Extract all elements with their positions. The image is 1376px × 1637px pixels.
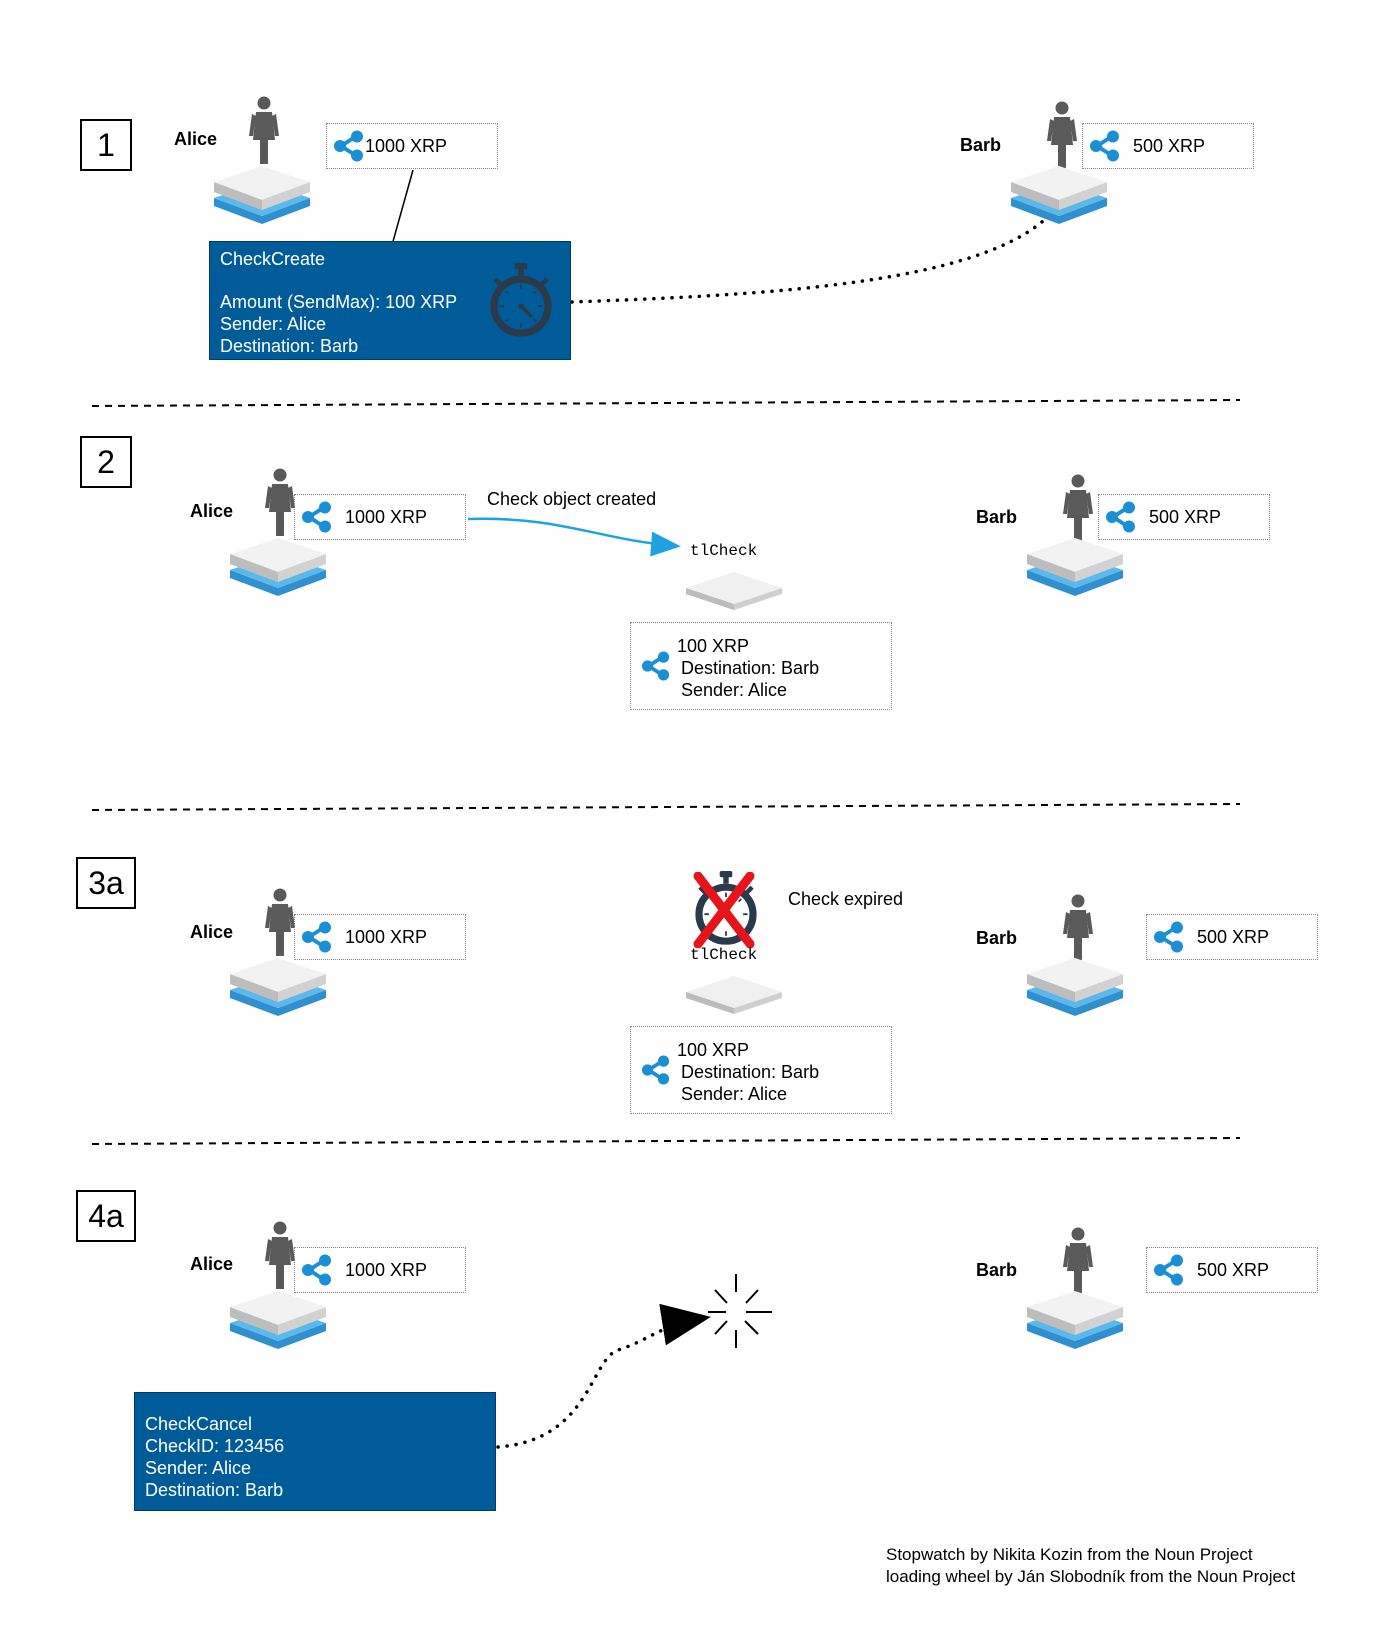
person-icon [1058,894,1098,964]
ledger-node-icon [228,1289,328,1349]
xrp-logo-icon [1089,130,1121,162]
section-divider [91,803,1241,811]
xrp-logo-icon [333,130,365,162]
barb-balance-value: 500 XRP [1197,1259,1270,1280]
expired-x-icon [693,872,755,948]
alice-name: Alice [190,922,234,942]
alice-balance-value: 1000 XRP [345,506,428,527]
alice-balance: 1000 XRP [294,914,466,960]
barb-name: Barb [960,135,1002,155]
credit-stopwatch: Stopwatch by Nikita Kozin from the Noun … [886,1545,1253,1564]
person-icon [1058,474,1098,544]
checkcancel-to-wheel-arrow [496,1303,711,1449]
checkcreate-amount: Amount (SendMax): 100 XRP [220,292,458,312]
alice-name: Alice [190,1254,234,1274]
alice-balance-value: 1000 XRP [345,926,428,947]
xrp-logo-icon [1153,1254,1185,1286]
check-object-amount: 100 XRP [677,636,750,656]
ledger-object-icon [684,974,784,1014]
balance-connector [391,169,414,246]
person-icon [244,96,284,166]
ledger-node-icon [228,536,328,596]
barb-balance: 500 XRP [1098,494,1270,540]
barb-balance: 500 XRP [1146,1247,1318,1293]
step-label-3a: 3a [76,857,136,909]
person-icon [1042,101,1082,171]
checkcreate-sender: Sender: Alice [220,314,327,334]
section-divider [91,1137,1241,1145]
alice-balance: 1000 XRP [294,1247,466,1293]
checkcancel-transaction: CheckCancel CheckID: 123456 Sender: Alic… [134,1392,496,1511]
xrp-logo-icon [1105,501,1137,533]
step-label-2: 2 [80,436,132,488]
check-object-sender: Sender: Alice [681,680,788,700]
alice-balance-value: 1000 XRP [345,1259,428,1280]
barb-balance: 500 XRP [1082,123,1254,169]
check-object-type: tlCheck [690,542,758,560]
check-created-label: Check object created [487,489,657,509]
xrp-logo-icon [301,1254,333,1286]
alice-balance: 1000 XRP [294,494,466,540]
checkcancel-title: CheckCancel [145,1414,253,1434]
check-object-destination: Destination: Barb [681,658,820,678]
section-divider [91,399,1241,407]
step-label-4a: 4a [76,1190,136,1242]
check-object-details: 100 XRP Destination: Barb Sender: Alice [630,622,892,710]
barb-balance-value: 500 XRP [1197,926,1270,947]
credit-loading-wheel: loading wheel by Ján Slobodník from the … [886,1567,1296,1586]
check-object-destination: Destination: Barb [681,1062,820,1082]
loading-wheel-icon [708,1274,772,1348]
checkcancel-check-id: CheckID: 123456 [145,1436,285,1456]
alice-balance: 1000 XRP [326,123,498,169]
checkcreate-transaction: CheckCreate Amount (SendMax): 100 XRP Se… [209,241,571,360]
xrp-logo-icon [641,651,671,681]
xrp-logo-icon [301,501,333,533]
xrp-logo-icon [301,921,333,953]
check-object-details: 100 XRP Destination: Barb Sender: Alice [630,1026,892,1114]
checkcreate-destination: Destination: Barb [220,336,359,356]
check-expired-label: Check expired [788,889,904,909]
xrp-logo-icon [641,1055,671,1085]
alice-balance-value: 1000 XRP [365,135,448,156]
checkcreate-title: CheckCreate [220,249,326,269]
ledger-node-icon [212,164,312,224]
ledger-object-icon [684,570,784,610]
alice-name: Alice [190,501,234,521]
stopwatch-icon [485,260,557,338]
barb-name: Barb [976,928,1018,948]
barb-name: Barb [976,1260,1018,1280]
checkcreate-to-barb-connector [570,203,1060,304]
barb-balance: 500 XRP [1146,914,1318,960]
checkcancel-sender: Sender: Alice [145,1458,252,1478]
alice-name: Alice [174,129,218,149]
person-icon [1058,1227,1098,1297]
ledger-node-icon [228,956,328,1016]
check-object-type: tlCheck [690,946,758,964]
barb-balance-value: 500 XRP [1133,135,1206,156]
step-label-1: 1 [80,119,132,171]
ledger-node-icon [1009,164,1109,224]
checkcancel-destination: Destination: Barb [145,1480,284,1500]
ledger-node-icon [1025,536,1125,596]
barb-name: Barb [976,507,1018,527]
check-created-arrow [467,517,681,557]
xrp-logo-icon [1153,921,1185,953]
ledger-node-icon [1025,1289,1125,1349]
ledger-node-icon [1025,956,1125,1016]
check-object-amount: 100 XRP [677,1040,750,1060]
check-object-sender: Sender: Alice [681,1084,788,1104]
barb-balance-value: 500 XRP [1149,506,1222,527]
